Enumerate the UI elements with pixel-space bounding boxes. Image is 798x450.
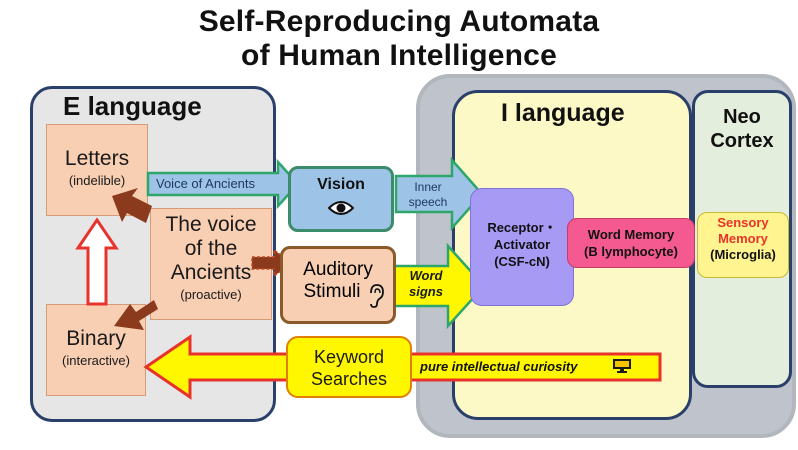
curiosity-label: pure intellectual curiosity bbox=[420, 359, 578, 374]
voice-to-binary-arrow bbox=[114, 300, 158, 330]
vision-box: Vision bbox=[288, 166, 394, 232]
auditory-stimuli-box: Auditory Stimuli bbox=[280, 246, 396, 324]
receptor-label-line1: Receptor・ bbox=[487, 220, 557, 235]
word-memory-label-line2: (B lymphocyte) bbox=[584, 244, 678, 259]
e-language-heading: E language bbox=[63, 91, 202, 121]
inner-speech-arrow bbox=[394, 156, 484, 232]
word-memory-box: Word Memory (B lymphocyte) bbox=[567, 218, 695, 268]
word-signs-arrow bbox=[390, 242, 486, 330]
voice-to-letters-arrow bbox=[112, 188, 152, 223]
vision-label: Vision bbox=[317, 176, 365, 193]
neo-cortex-heading-line1: Neo bbox=[723, 106, 761, 128]
binary-to-letters-arrow bbox=[75, 217, 119, 306]
sensory-memory-box: Sensory Memory (Microglia) bbox=[697, 212, 789, 278]
diagram-title-line2: of Human Intelligence bbox=[241, 39, 557, 72]
voice-of-ancients-label: Voice of Ancients bbox=[156, 176, 256, 191]
eye-icon bbox=[327, 199, 355, 217]
neo-cortex-heading: Neo Cortex bbox=[695, 105, 789, 153]
voice-line2: of the bbox=[184, 237, 238, 260]
receptor-label-line3: (CSF-cN) bbox=[494, 254, 550, 269]
ear-icon bbox=[367, 283, 385, 309]
monitor-icon bbox=[612, 358, 632, 373]
sensory-label-line2: Memory bbox=[718, 231, 768, 246]
inner-speech-label-line2: speech bbox=[408, 195, 448, 209]
keyword-label-line1: Keyword bbox=[313, 347, 385, 367]
word-signs-label: Word signs bbox=[402, 268, 450, 300]
keyword-label-line2: Searches bbox=[310, 369, 388, 389]
inner-speech-label-line1: Inner bbox=[414, 180, 442, 194]
letters-label: Letters bbox=[64, 147, 130, 170]
inner-speech-label: Inner speech bbox=[402, 180, 454, 210]
binary-label: Binary bbox=[66, 327, 126, 350]
binary-sub: (interactive) bbox=[62, 353, 130, 368]
auditory-label-line1: Auditory bbox=[303, 259, 373, 280]
diagram-title-line1: Self-Reproducing Automata bbox=[198, 5, 600, 38]
letters-sub: (indelible) bbox=[68, 173, 126, 188]
word-signs-label-line1: Word bbox=[409, 268, 443, 283]
receptor-activator-box: Receptor・ Activator (CSF-cN) bbox=[470, 188, 574, 306]
voice-sub: (proactive) bbox=[180, 287, 242, 302]
sensory-label-line3: (Microglia) bbox=[710, 247, 776, 262]
auditory-label-line2: Stimuli bbox=[303, 281, 361, 302]
word-memory-label-line1: Word Memory bbox=[587, 227, 675, 242]
neo-cortex-heading-line2: Cortex bbox=[710, 130, 774, 152]
receptor-label-line2: Activator bbox=[493, 237, 551, 252]
i-language-heading: I language bbox=[501, 99, 625, 127]
sensory-label-line1: Sensory bbox=[717, 215, 769, 230]
keyword-searches-box: Keyword Searches bbox=[286, 336, 412, 398]
voice-line1: The voice bbox=[165, 213, 257, 236]
word-signs-label-line2: signs bbox=[409, 284, 443, 299]
voice-line3: Ancients bbox=[170, 261, 252, 284]
